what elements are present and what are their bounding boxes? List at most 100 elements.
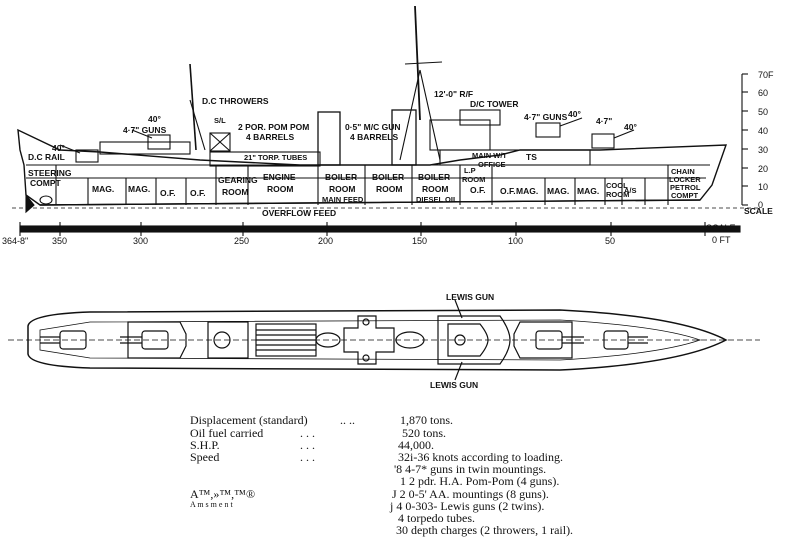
scale-sub-label: SCALE- — [706, 223, 739, 233]
plan-hull-outline — [27, 309, 728, 371]
office-label: OFFICE — [478, 160, 506, 169]
as-label: A/S — [624, 186, 637, 195]
bow-guns-label: 4·7" — [596, 116, 612, 126]
lewis-gun-top-label: LEWIS GUN — [446, 292, 494, 302]
height-tick: 70F — [758, 70, 774, 80]
height-tick: 50 — [758, 107, 768, 117]
plan-funnel-fwd — [395, 331, 425, 349]
steering-compt-label: COMPT — [30, 178, 62, 188]
main-feed-label: MAIN FEED — [322, 195, 364, 204]
mag-3-label: MAG. — [547, 186, 569, 196]
of-1-label: O.F. — [160, 188, 176, 198]
dc-rail-label: D.C RAIL — [28, 152, 65, 162]
mag-5-label: MAG. — [516, 186, 538, 196]
spec-dots: .. .. — [340, 413, 355, 427]
spec-label: Oil fuel carried — [190, 426, 264, 440]
lp-room-label: ROOM — [462, 175, 485, 184]
armament-line: '8 4-7* guns in twin mountings. — [394, 462, 547, 476]
dc-tower-label: D/C TOWER — [470, 99, 518, 109]
rangefinder-label: 12'-0" R/F — [434, 89, 473, 99]
mc-gun-barrels-label: 4 BARRELS — [350, 132, 399, 142]
scale-label: SCALE — [744, 206, 773, 216]
aft-angle-label: 40° — [148, 114, 161, 124]
plan-bridge — [437, 315, 511, 365]
spec-value: 44,000. — [398, 438, 434, 452]
boiler-3-label: BOILER — [418, 172, 450, 182]
length-tick-labels: 364-8" 350 300 250 200 150 100 50 — [2, 236, 615, 246]
height-tick: 40 — [758, 126, 768, 136]
spec-dots: . . . — [300, 426, 315, 440]
armament-line: J 2 0-5' AA. mountings (8 guns). — [392, 487, 549, 501]
plan-fwd-turrets — [513, 321, 648, 359]
length-tick: 50 — [605, 236, 615, 246]
engine-label: ENGINE — [263, 172, 296, 182]
height-tick: 60 — [758, 88, 768, 98]
armament-line: 1 2 pdr. H.A. Pom-Pom (4 guns). — [400, 474, 560, 488]
spec-value: 520 tons. — [402, 426, 447, 440]
length-tick: 250 — [234, 236, 249, 246]
bow-angle-label: 40° — [624, 122, 637, 132]
funnel-aft — [317, 111, 341, 166]
funnel-fwd — [391, 109, 417, 166]
armament-label-2: A m s m e n t — [190, 500, 233, 509]
torp-tubes-label: 21" TORP. TUBES — [244, 153, 307, 162]
mag-1-label: MAG. — [92, 184, 114, 194]
spec-label: Displacement (standard) — [190, 413, 308, 427]
plan-torpedo-tubes — [255, 323, 317, 357]
plan-view — [8, 299, 760, 381]
height-tick-labels: 70F 60 50 40 30 20 10 0 — [758, 70, 774, 210]
spec-value: 32i-36 knots according to loading. — [398, 450, 563, 464]
cool-room-label: ROOM — [606, 190, 629, 199]
searchlight-label: S/L — [214, 116, 226, 125]
of-2-label: O.F. — [190, 188, 206, 198]
of-3-label: O.F. — [470, 185, 486, 195]
bulkheads — [55, 165, 669, 205]
armament-label: A™,»™,™® — [190, 487, 256, 501]
gun-mounts — [59, 117, 635, 163]
profile-labels: D.C THROWERS S/L 2 POR. POM POM 4 BARREL… — [28, 89, 773, 245]
cool-label: COOL — [606, 181, 628, 190]
profile-view — [12, 5, 760, 236]
length-tick: 300 — [133, 236, 148, 246]
plan-funnel-aft — [315, 332, 341, 348]
mag-2-label: MAG. — [128, 184, 150, 194]
height-tick: 10 — [758, 182, 768, 192]
lp-label: L.P — [464, 166, 476, 175]
boiler-1-label: BOILER — [325, 172, 357, 182]
main-wt-label: MAIN W/T — [472, 151, 507, 160]
spec-label: S.H.P. — [190, 438, 220, 452]
spec-label: Speed — [190, 450, 220, 464]
boiler-2-room-label: ROOM — [376, 184, 402, 194]
armament-line: j 4 0-303- Lewis guns (2 twins). — [390, 499, 545, 513]
of-4-label: O.F. — [500, 186, 516, 196]
height-scale — [741, 73, 748, 206]
fwd-guns-label: 4·7" GUNS — [524, 112, 568, 122]
length-tick: 150 — [412, 236, 427, 246]
length-tick: 200 — [318, 236, 333, 246]
petrol-label: PETROL — [670, 183, 701, 192]
height-tick: 30 — [758, 145, 768, 155]
ts-label: TS — [526, 152, 537, 162]
armament-line: 4 torpedo tubes. — [398, 511, 475, 525]
armament-line: 30 depth charges (2 throwers, 1 rail). — [396, 523, 574, 537]
mainmast — [189, 63, 197, 151]
length-tick: 350 — [52, 236, 67, 246]
height-tick: 0 — [758, 200, 763, 210]
boiler-1-room-label: ROOM — [329, 184, 355, 194]
locker-label: LOCKER — [669, 175, 701, 184]
length-scale — [19, 222, 741, 236]
length-tick: 100 — [508, 236, 523, 246]
pom-pom-label: 2 POR. POM POM — [238, 122, 309, 132]
pom-pom-barrels-label: 4 BARRELS — [246, 132, 295, 142]
aft-guns-label: 4·7" GUNS — [123, 125, 167, 135]
diesel-oil-label: DIESEL OIL — [416, 195, 458, 204]
spec-dots: . . . — [300, 450, 315, 464]
zero-ft-label: 0 FT — [712, 235, 731, 245]
spec-value: 1,870 tons. — [400, 413, 454, 427]
height-tick: 20 — [758, 164, 768, 174]
mag-4-label: MAG. — [577, 186, 599, 196]
chain-label: CHAIN — [671, 167, 695, 176]
gearing-room-label: ROOM — [222, 187, 248, 197]
plan-aft-turrets — [40, 321, 187, 359]
